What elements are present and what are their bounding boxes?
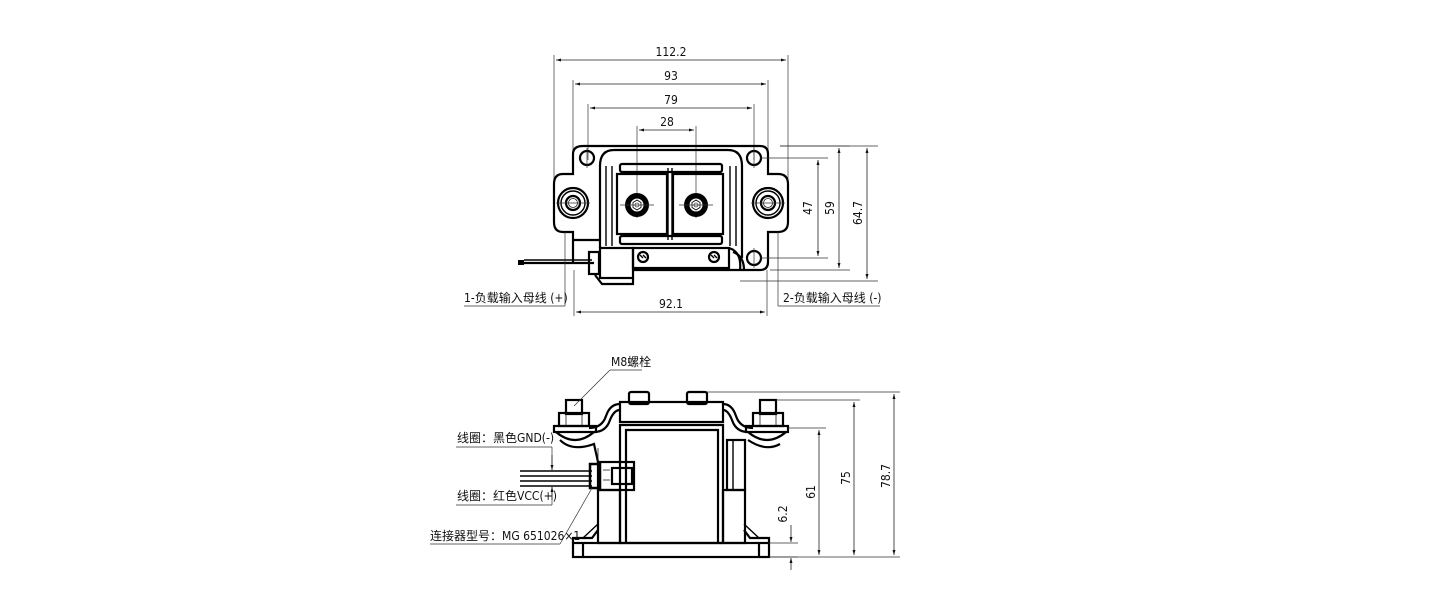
base-plate xyxy=(571,523,771,559)
dim-height-overall: 64.7 xyxy=(740,145,878,282)
right-bolt-assembly xyxy=(722,398,790,449)
label-coil-gnd-text: 线圈：黑色GND(-) xyxy=(457,431,554,445)
dim-bracket-height: 61 xyxy=(788,427,826,555)
left-bolt-assembly xyxy=(552,398,621,463)
bolt-head-right xyxy=(758,398,778,416)
coil-wire-lead xyxy=(518,259,594,265)
dim-label-64-7: 64.7 xyxy=(851,201,865,225)
label-terminal-negative: 2-负载输入母线 (-) xyxy=(777,232,882,307)
dim-label-6-2: 6.2 xyxy=(776,505,790,522)
coil-wires xyxy=(520,470,592,487)
dim-label-59: 59 xyxy=(823,201,837,215)
dim-mount-hole-span: 93 xyxy=(572,69,769,160)
side-view: M8螺栓 线圈：黑色GND(-) 线圈：红色VCC(+) 连接器型号：MG 65… xyxy=(430,354,900,570)
dim-label-79: 79 xyxy=(664,93,678,107)
label-connector-text: 连接器型号：MG 651026×1 xyxy=(430,528,580,543)
dim-label-112-2: 112.2 xyxy=(656,45,687,59)
label-terminal-positive: 1-负载输入母线 (+) xyxy=(464,232,568,307)
callout-coil-vcc: 线圈：红色VCC(+) xyxy=(456,486,557,506)
terminal-studs xyxy=(620,193,713,217)
side-bolt-holes xyxy=(556,186,785,220)
dim-overall-width: 112.2 xyxy=(553,45,789,200)
dim-label-92-1: 92.1 xyxy=(659,297,683,311)
dim-label-78-7: 78.7 xyxy=(879,464,893,488)
callout-connector: 连接器型号：MG 651026×1 xyxy=(430,487,593,545)
connector-screws xyxy=(636,250,721,264)
callout-coil-gnd: 线圈：黑色GND(-) xyxy=(456,431,554,471)
dim-label-61: 61 xyxy=(804,485,818,499)
label-coil-vcc-text: 线圈：红色VCC(+) xyxy=(457,488,557,503)
dim-bottom-width: 92.1 xyxy=(573,270,768,316)
bolt-head-left xyxy=(564,398,584,416)
callout-bolt: M8螺栓 xyxy=(573,354,651,407)
dim-label-75: 75 xyxy=(839,471,853,485)
dim-height-inner: 47 xyxy=(760,157,828,259)
label-terminal-positive-text: 1-负载输入母线 (+) xyxy=(464,290,568,305)
dim-label-28: 28 xyxy=(660,115,674,129)
dim-overall-height: 78.7 xyxy=(707,391,900,558)
label-terminal-negative-text: 2-负载输入母线 (-) xyxy=(783,290,882,305)
dim-base-thickness: 6.2 xyxy=(769,505,798,570)
dim-label-47: 47 xyxy=(801,201,815,215)
label-bolt-text: M8螺栓 xyxy=(611,354,651,369)
top-view: 112.2 93 79 28 xyxy=(464,45,882,316)
dim-label-93: 93 xyxy=(664,69,678,83)
dim-bolt-top-height: 75 xyxy=(776,399,860,555)
